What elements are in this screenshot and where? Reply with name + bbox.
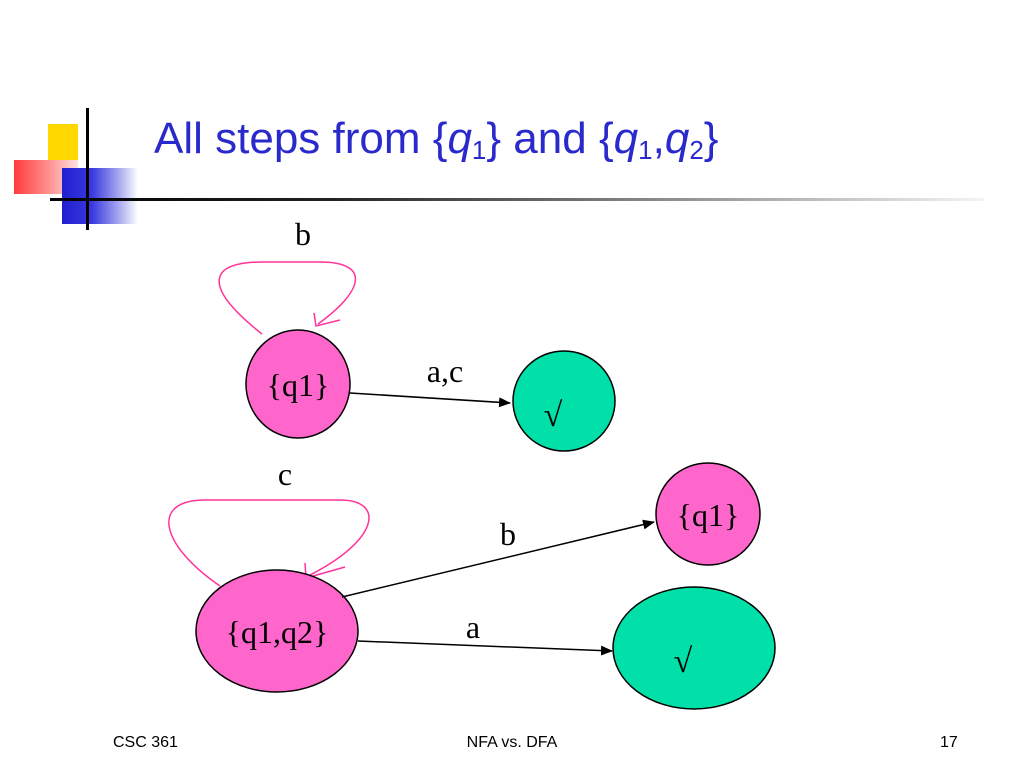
top-self-loop bbox=[218, 261, 357, 335]
top-accept-check: √ bbox=[544, 397, 563, 434]
bottom-edge-b bbox=[341, 519, 655, 598]
title-mid: } and { bbox=[486, 114, 614, 163]
title-comma: , bbox=[652, 114, 665, 163]
title-underline bbox=[50, 198, 984, 201]
top-self-loop-label: b bbox=[295, 216, 311, 252]
bottom-state-q1-label: {q1} bbox=[677, 497, 740, 533]
title-sub1: 1 bbox=[471, 135, 487, 165]
bottom-self-loop bbox=[168, 499, 370, 587]
title-sub2: 1 bbox=[638, 135, 653, 165]
footer-course: CSC 361 bbox=[113, 734, 178, 751]
bottom-edge-a bbox=[357, 640, 613, 656]
slide-title: All steps from {q1} and {q1,q2} bbox=[154, 114, 719, 166]
top-self-loop-arrowhead bbox=[313, 312, 341, 327]
footer-page-number: 17 bbox=[940, 734, 958, 751]
top-edge-ac bbox=[349, 392, 511, 408]
title-prefix: All steps from { bbox=[154, 114, 448, 163]
bottom-state-q1 bbox=[655, 462, 761, 566]
title-q1: q bbox=[447, 114, 472, 163]
top-state-q1 bbox=[245, 329, 351, 439]
bottom-state-q1q2-label: {q1,q2} bbox=[226, 614, 329, 650]
bottom-accept-state bbox=[612, 586, 776, 710]
title-q1b: q bbox=[613, 114, 639, 163]
bottom-self-loop-label: c bbox=[278, 456, 292, 492]
decoration-blue-square bbox=[62, 168, 138, 224]
bottom-accept-check: √ bbox=[674, 643, 693, 680]
top-state-q1-label: {q1} bbox=[267, 367, 330, 403]
top-edge-ac-label: a,c bbox=[427, 353, 463, 389]
title-suffix: } bbox=[703, 114, 719, 163]
decoration-vertical-rule bbox=[86, 108, 89, 230]
title-q2: q bbox=[664, 114, 690, 163]
bottom-edge-b-label: b bbox=[500, 516, 516, 552]
top-accept-state bbox=[512, 350, 616, 452]
title-sub3: 2 bbox=[689, 135, 704, 165]
bottom-edge-a-label: a bbox=[466, 609, 480, 645]
footer-topic: NFA vs. DFA bbox=[466, 734, 558, 751]
bottom-state-q1q2 bbox=[195, 569, 359, 693]
